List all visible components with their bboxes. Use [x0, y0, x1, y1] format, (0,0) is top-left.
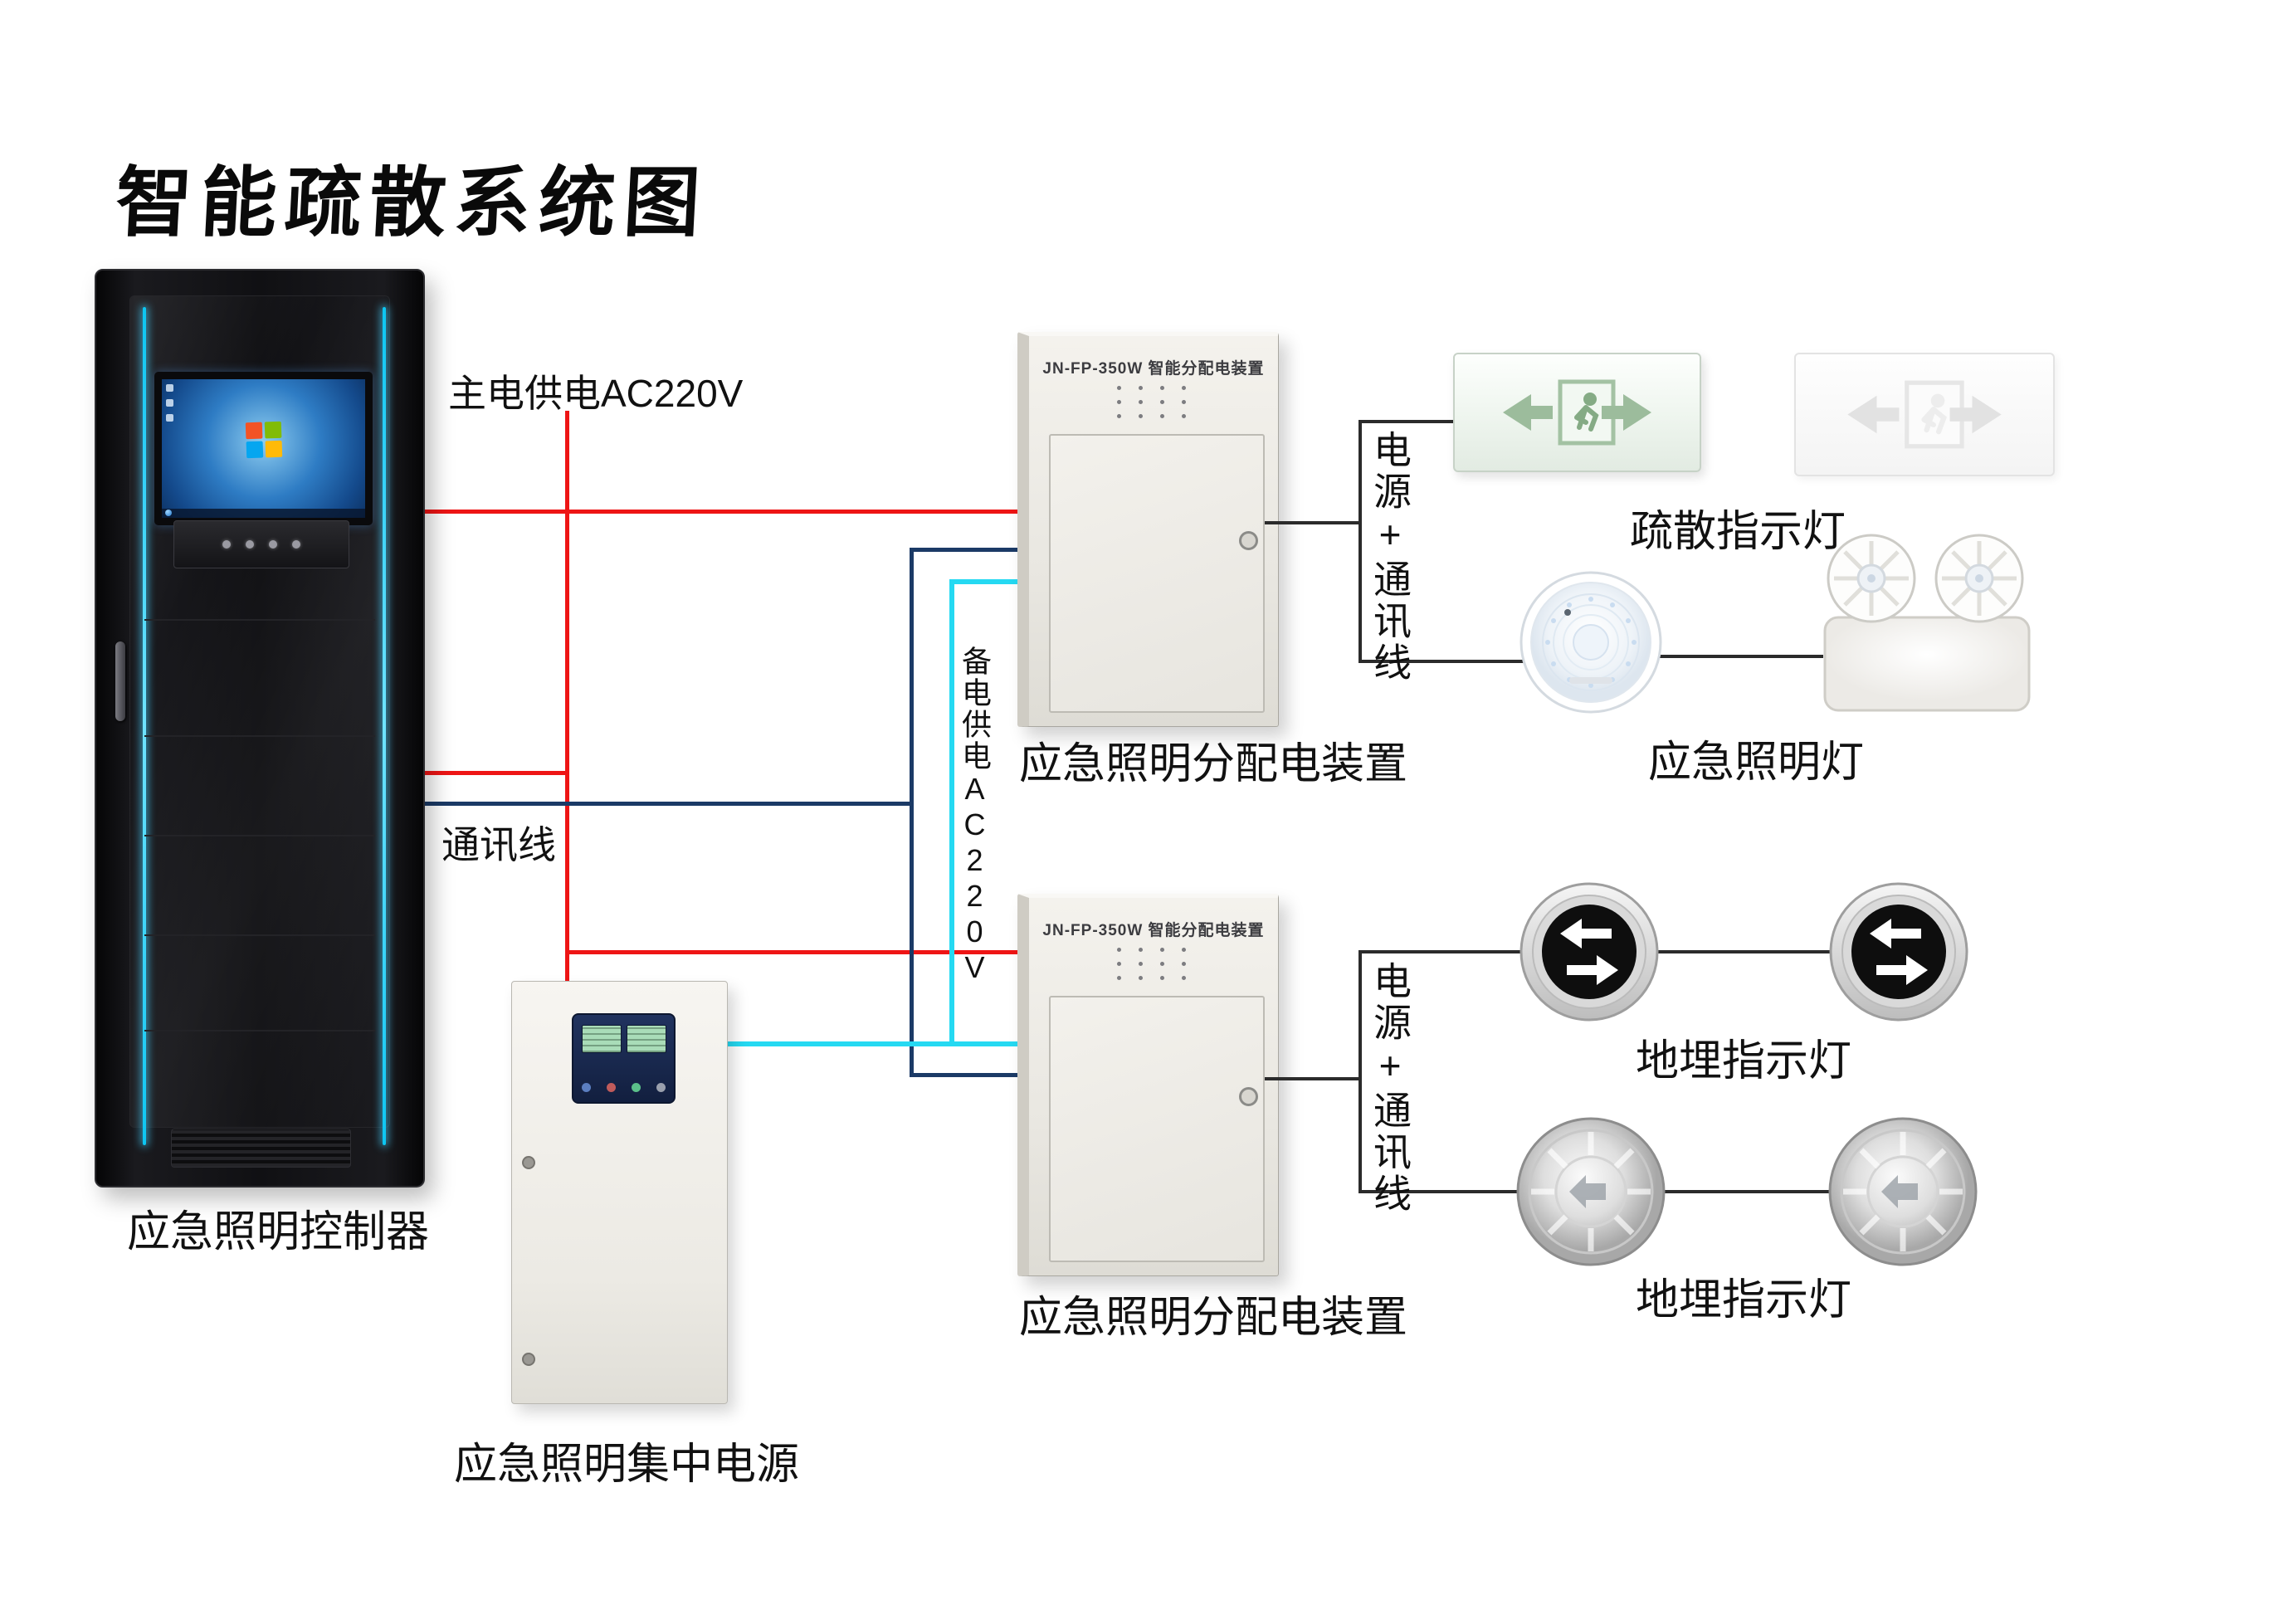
comm-wire-to-box2 [910, 1073, 1022, 1077]
psu-keyhole-upper [522, 1156, 535, 1169]
distribution-box-2-label: 应急照明分配电装置 [1019, 1294, 1408, 1342]
distribution-box-2-model: JN-FP-350W 智能分配电装置 [1042, 922, 1265, 939]
exit-sign-unlit [1794, 353, 2055, 476]
comm-line-label: 通讯线 [441, 823, 556, 866]
ground-indicator-light-2b [1828, 1117, 1978, 1270]
controller-label: 应急照明控制器 [126, 1208, 429, 1256]
ground-light-label-2: 地埋指示灯 [1636, 1276, 1852, 1324]
box1-branch-to-emergency-light [1359, 660, 1524, 663]
psu-lcd-right [627, 1025, 666, 1053]
box2-branch-to-ground-light-2 [1359, 1190, 1519, 1193]
exit-sign-pictogram-faded [1847, 380, 2002, 449]
ground-indicator-light-1a [1519, 881, 1660, 1027]
distribution-box-2-door [1049, 996, 1265, 1262]
main-power-wire-to-box1 [422, 510, 1022, 514]
comm-wire-to-box1 [910, 548, 1022, 552]
distribution-box-2-indicators [1117, 948, 1190, 984]
distribution-box-1-door [1049, 434, 1265, 713]
distribution-box-1-indicators [1117, 386, 1190, 422]
ground-lights-2-connector [1664, 1190, 1830, 1193]
taskbar [162, 509, 365, 518]
comm-wire-vertical [910, 548, 914, 1077]
ground-indicator-light-1b [1828, 881, 1969, 1027]
box1-output-connector [1265, 521, 1359, 524]
backup-power-wire-from-psu [726, 1041, 1022, 1046]
distribution-box-1-lock [1239, 531, 1258, 550]
diagram-title: 智能疏散系统图 [113, 161, 711, 246]
distribution-box-1-label: 应急照明分配电装置 [1019, 740, 1408, 788]
central-power-supply-cabinet [511, 981, 728, 1404]
backup-power-label: 备电供电AC220V [958, 646, 992, 986]
controller-monitor [154, 372, 373, 525]
psu-lcd-left [582, 1025, 622, 1053]
ground-lights-1-connector [1658, 950, 1830, 953]
rack-divider [144, 1030, 375, 1031]
main-power-wire-from-cabinet [422, 771, 569, 775]
main-power-wire-to-box2 [565, 950, 1022, 954]
distribution-box-2: JN-FP-350W 智能分配电装置 [1017, 894, 1279, 1276]
backup-power-wire-vertical [949, 579, 954, 1046]
rack-divider [144, 835, 375, 836]
cabinet-vent-grille [171, 1129, 351, 1168]
power-comm-label-1: 电源+通讯线 [1368, 430, 1412, 684]
main-power-wire-vertical [565, 411, 569, 983]
emergency-lights-connector [1660, 655, 1823, 658]
psu-buttons [582, 1083, 666, 1092]
ground-light-label-1: 地埋指示灯 [1636, 1037, 1852, 1085]
control-button-panel [173, 520, 349, 568]
rack-divider [144, 619, 375, 621]
comm-wire-from-cabinet [422, 802, 914, 806]
psu-control-panel [572, 1013, 676, 1104]
rack-divider [144, 735, 375, 737]
distribution-box-1-model: JN-FP-350W 智能分配电装置 [1042, 360, 1265, 378]
exit-sign-pictogram [1503, 379, 1651, 446]
windows-logo [245, 422, 282, 459]
exit-sign-lit [1453, 353, 1701, 472]
main-power-label: 主电供电AC220V [448, 372, 744, 415]
distribution-box-2-lock [1239, 1086, 1258, 1106]
desktop-icons [166, 384, 173, 422]
psu-keyhole-lower [522, 1353, 535, 1366]
rack-divider [144, 934, 375, 936]
emergency-light-label: 应急照明灯 [1648, 739, 1865, 787]
backup-power-wire-to-box1 [949, 579, 1022, 584]
box2-bracket-vertical [1359, 950, 1362, 1193]
cabinet-door-handle [115, 641, 125, 721]
cabinet-led-strip-left [143, 307, 146, 1145]
cabinet-led-strip-right [383, 307, 386, 1145]
ground-indicator-light-2a [1516, 1117, 1666, 1270]
emergency-lighting-controller-cabinet [95, 269, 425, 1188]
distribution-box-1: JN-FP-350W 智能分配电装置 [1017, 332, 1279, 727]
ceiling-emergency-light [1519, 571, 1662, 718]
twin-head-emergency-light [1823, 526, 2031, 718]
psu-label: 应急照明集中电源 [453, 1441, 799, 1489]
box1-bracket-vertical [1359, 420, 1362, 663]
exit-sign-label: 疏散指示灯 [1630, 508, 1846, 556]
start-orb-icon [165, 510, 172, 516]
box1-branch-to-exit-sign [1359, 420, 1455, 423]
power-comm-label-2: 电源+通讯线 [1368, 961, 1412, 1215]
box2-output-connector [1265, 1077, 1359, 1080]
box2-branch-to-ground-light-1 [1359, 950, 1523, 953]
